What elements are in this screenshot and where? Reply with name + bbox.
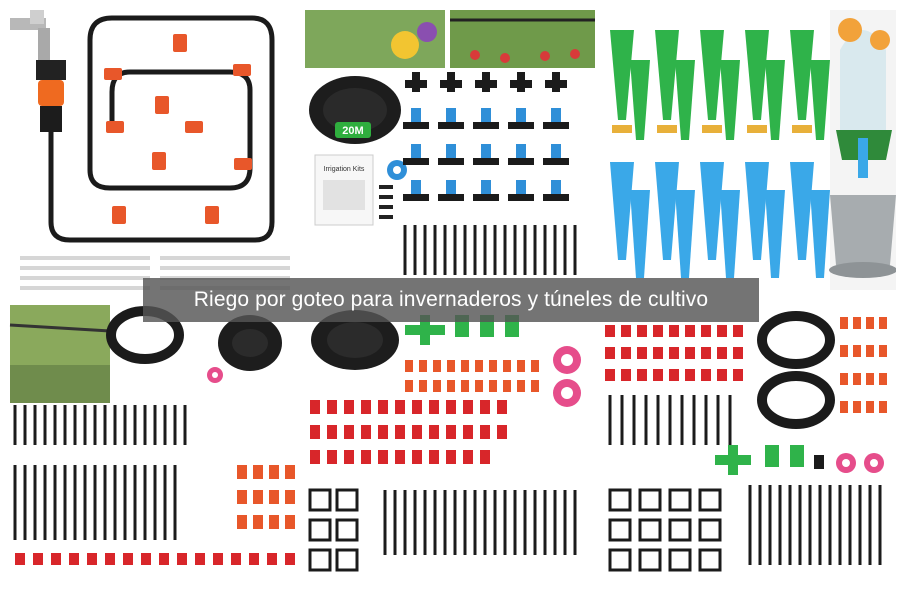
connectors-kit-illustration: 20M Irrigation Kits: [305, 10, 595, 275]
connectors-kit-panel: 20M Irrigation Kits: [305, 10, 595, 300]
instruction-booklet-title: Irrigation Kits: [324, 166, 365, 173]
watering-spikes-illustration: [610, 10, 896, 290]
watering-spikes-panel: [600, 10, 896, 290]
caption-text: Riego por goteo para invernaderos y túne…: [193, 288, 709, 311]
caption-band: Riego por goteo para invernaderos y túne…: [143, 278, 759, 322]
irrigation-loop-illustration: [10, 10, 290, 290]
irrigation-loop-panel: [0, 0, 300, 300]
drip-kit-middle-illustration: [308, 310, 581, 572]
drip-kit-left-illustration: [9, 305, 295, 565]
hose-length-label: 20M: [342, 125, 363, 137]
drip-kit-panel-middle: [305, 305, 595, 595]
drip-kit-panel-left: [5, 305, 300, 595]
drip-kit-right-illustration: [605, 311, 887, 572]
drip-kit-panel-right: [600, 305, 896, 595]
